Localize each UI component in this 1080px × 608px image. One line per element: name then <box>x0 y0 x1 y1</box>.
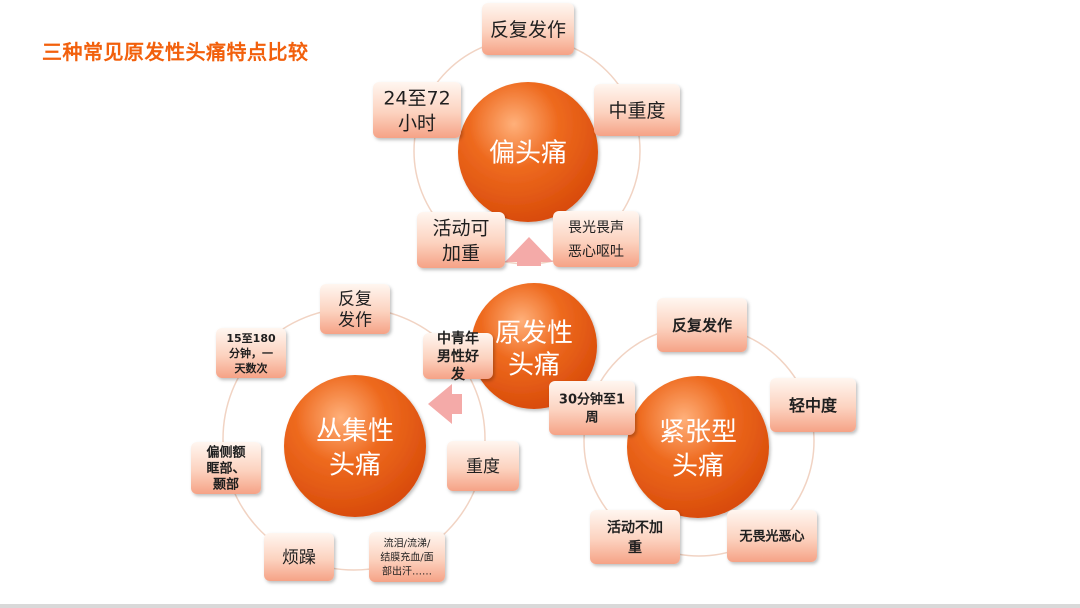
arrows <box>428 237 553 424</box>
feature-card: 无畏光恶心 <box>727 510 817 562</box>
feature-card: 反复发作 <box>320 284 390 334</box>
migraine-hub-label: 偏头痛 <box>489 138 567 168</box>
feature-card-box <box>264 533 334 581</box>
center-hub <box>471 283 597 409</box>
feature-card-text: 活动可加重 <box>432 217 489 264</box>
feature-card-text: 轻中度 <box>789 396 838 415</box>
feature-card-box <box>657 298 747 352</box>
feature-card-text: 无畏光恶心 <box>738 529 804 545</box>
feature-card-box <box>373 82 461 138</box>
feature-card-box <box>549 381 635 435</box>
feature-card-box <box>553 211 639 267</box>
page-title: 三种常见原发性头痛特点比较 <box>42 40 309 64</box>
feature-card: 活动不加重 <box>590 510 680 564</box>
feature-card-box <box>594 84 680 136</box>
feature-card: 偏侧额眶部、颞部 <box>191 442 261 494</box>
feature-card-text: 畏光畏声恶心呕吐 <box>568 220 624 260</box>
feature-card-text: 偏侧额眶部、颞部 <box>206 445 245 493</box>
feature-card-box <box>727 510 817 562</box>
feature-card-text: 中青年男性好发 <box>437 330 479 383</box>
migraine-hub <box>458 82 598 222</box>
feature-card-box <box>417 212 505 268</box>
feature-card-box <box>770 378 856 432</box>
feature-card-text: 烦躁 <box>282 548 316 568</box>
arrow-up-icon <box>505 237 553 266</box>
feature-card: 畏光畏声恶心呕吐 <box>553 211 639 267</box>
feature-card-box <box>590 510 680 564</box>
feature-card: 重度 <box>447 441 519 491</box>
feature-card-box <box>423 333 493 379</box>
feature-card: 流泪/流涕/结膜充血/面部出汗…… <box>369 532 445 582</box>
feature-card-box <box>369 532 445 582</box>
feature-card-box <box>320 284 390 334</box>
arrow-left-icon <box>428 384 462 424</box>
hubs <box>284 82 769 518</box>
tension-hub <box>627 376 769 518</box>
feature-card: 活动可加重 <box>417 212 505 268</box>
bottom-bar <box>0 604 1080 608</box>
feature-card-text: 中重度 <box>608 100 665 122</box>
tension-hub-label: 紧张型头痛 <box>659 417 737 481</box>
feature-card-text: 流泪/流涕/结膜充血/面部出汗…… <box>380 537 433 578</box>
feature-card-box <box>191 442 261 494</box>
feature-card: 中重度 <box>594 84 680 136</box>
cluster-hub-label: 丛集性头痛 <box>316 416 394 480</box>
feature-card-text: 反复发作 <box>338 290 372 331</box>
feature-card: 反复发作 <box>657 298 747 352</box>
feature-card: 烦躁 <box>264 533 334 581</box>
feature-card: 中青年男性好发 <box>423 330 493 383</box>
feature-card-box <box>447 441 519 491</box>
feature-card-text: 反复发作 <box>490 19 566 41</box>
feature-card-text: 重度 <box>466 457 500 477</box>
feature-card: 轻中度 <box>770 378 856 432</box>
center-hub-label: 原发性头痛 <box>495 318 573 380</box>
feature-card-box <box>482 3 574 55</box>
feature-card: 反复发作 <box>482 3 574 55</box>
feature-card-box <box>216 328 286 378</box>
feature-card-text: 活动不加重 <box>607 519 663 556</box>
feature-card-text: 反复发作 <box>672 316 732 334</box>
cluster-hub <box>284 375 426 517</box>
